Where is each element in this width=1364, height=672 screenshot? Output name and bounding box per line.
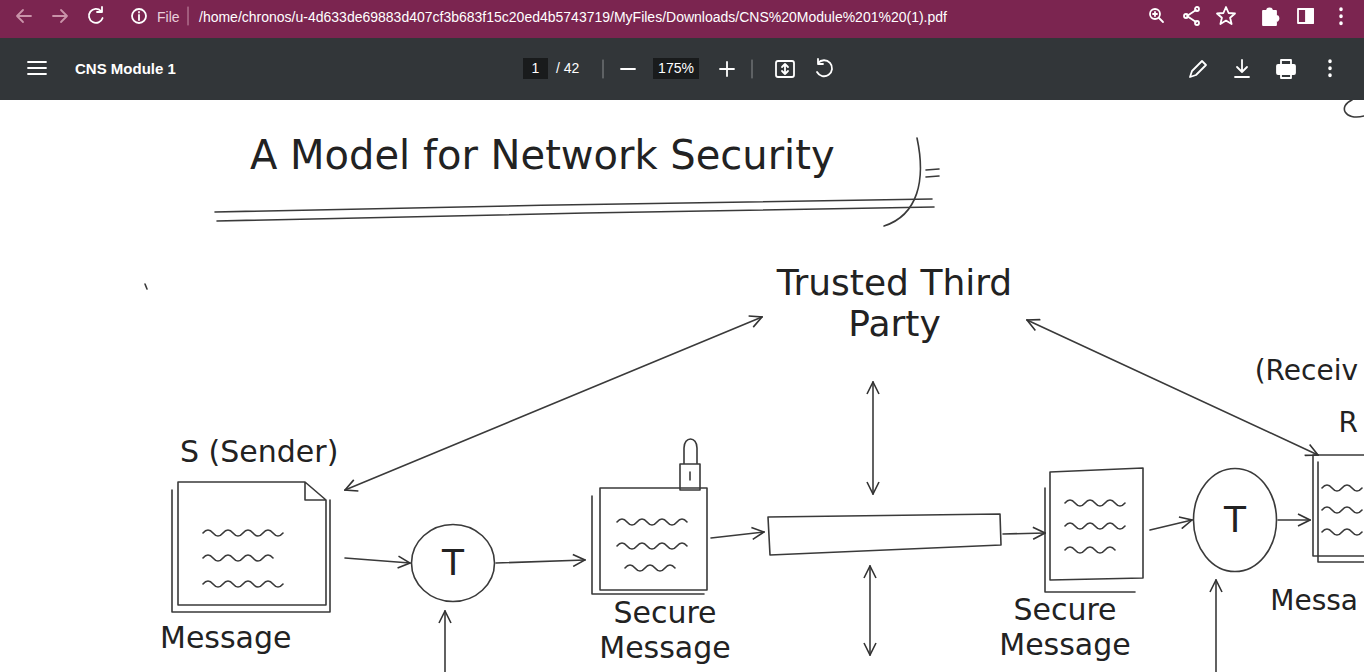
url-text: /home/chronos/u-4d633de69883d407cf3b683f…	[199, 9, 947, 25]
secure-message-document: Secure Message	[585, 432, 745, 664]
node-text: (Receiv	[1255, 355, 1358, 387]
info-icon	[138, 12, 140, 20]
connector-arrow	[1027, 320, 1318, 455]
title-flourish	[884, 138, 920, 226]
node-text: S (Sender)	[180, 435, 338, 470]
zoom-value: 175%	[653, 60, 699, 76]
node-text: Messa	[1270, 585, 1358, 617]
document-front	[1313, 455, 1364, 556]
connector-arrow	[496, 560, 585, 563]
annotate-icon	[1190, 61, 1206, 77]
diagram-title: A Model for Network Security	[250, 132, 835, 178]
channel-box	[768, 514, 1001, 555]
flow-arrow	[872, 382, 874, 494]
side-panel-icon	[1298, 9, 1313, 23]
star-icon	[1217, 7, 1235, 24]
side-panel-icon	[1306, 9, 1313, 23]
connector-arrow	[1278, 519, 1310, 521]
divider	[188, 7, 189, 25]
document-back	[1318, 462, 1364, 562]
title-equals	[926, 169, 939, 177]
document-title: CNS Module 1	[75, 60, 176, 77]
page-number: 1	[523, 60, 548, 76]
document-writing	[1322, 485, 1362, 535]
share-icon	[1195, 21, 1199, 25]
node-text: Trusted Third Party	[762, 262, 1027, 345]
node-text: Message	[160, 621, 291, 656]
browser-title-bar	[0, 0, 1364, 38]
stray-dot	[145, 284, 147, 289]
document-back	[1045, 488, 1135, 592]
node-text: T	[1192, 499, 1278, 540]
menu-dots	[1339, 9, 1343, 24]
document-writing	[1065, 500, 1125, 553]
flow-arrow	[444, 611, 446, 672]
message-document: S (Sender) Message	[160, 435, 345, 657]
flow-arrow	[711, 532, 764, 538]
node-text: Secure Message	[585, 596, 745, 665]
flow-arrow	[1215, 580, 1217, 672]
divider	[752, 60, 753, 78]
download-icon	[1235, 60, 1249, 77]
connector-arrow	[345, 558, 410, 563]
document-writing	[617, 519, 687, 571]
document-writing	[203, 530, 283, 587]
zoom-out-icon	[621, 68, 635, 70]
padlock-symbol	[680, 439, 700, 490]
info-icon	[132, 9, 146, 23]
reload-icon	[89, 7, 103, 23]
share-icon	[1184, 14, 1188, 18]
print-icon	[1281, 60, 1291, 78]
connector-arrow	[1150, 520, 1192, 530]
zoom-icon	[1153, 12, 1163, 22]
menu-dots	[1328, 61, 1332, 76]
transform-circle: T	[1192, 467, 1278, 573]
page-circle-mark	[1344, 100, 1364, 117]
document-back	[172, 490, 330, 612]
secure-message-document: Secure Message	[980, 465, 1150, 661]
title-underline	[215, 199, 932, 212]
rotate-icon	[817, 59, 832, 76]
node-text: Secure Message	[980, 593, 1150, 662]
pdf-toolbar	[0, 38, 1364, 100]
document-back	[592, 496, 704, 594]
fit-page-icon	[782, 64, 788, 74]
party-label: Trusted Third Party	[762, 262, 1027, 345]
transform-circle: T	[410, 523, 496, 603]
node-text: T	[410, 542, 496, 583]
receiver-document: (ReceivRMessa	[1310, 455, 1362, 555]
zoom-in-icon	[720, 62, 734, 76]
extensions-icon	[1263, 9, 1279, 26]
connector-arrow	[345, 317, 762, 490]
node-text: R	[1339, 407, 1358, 439]
title-underline	[217, 207, 934, 221]
divider	[603, 60, 604, 78]
hamburger-icon	[28, 62, 46, 74]
page-number-box	[523, 58, 548, 79]
fit-page-icon	[776, 61, 794, 77]
document-front	[1050, 468, 1143, 580]
flow-arrow	[869, 566, 871, 655]
share-icon	[1195, 7, 1199, 11]
zoom-value-box	[653, 58, 699, 79]
flow-arrow	[1003, 533, 1045, 534]
forward-icon	[53, 10, 67, 22]
scheme-label: File	[157, 9, 180, 25]
back-icon	[17, 10, 31, 22]
page-count: / 42	[556, 60, 579, 76]
document-front	[600, 488, 707, 590]
document-front	[178, 482, 326, 605]
